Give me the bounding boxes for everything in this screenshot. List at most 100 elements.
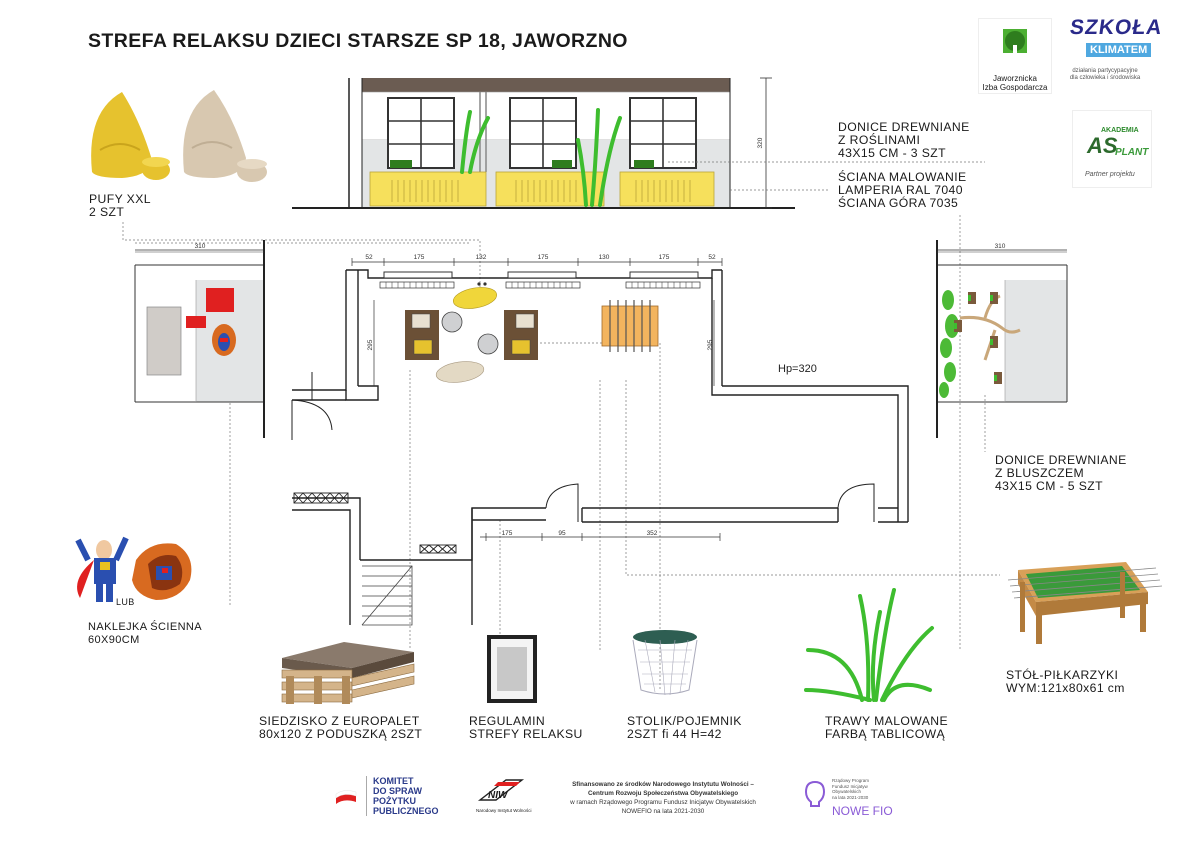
poland-flag-icon — [335, 790, 357, 804]
superman-sticker-1 — [75, 536, 129, 602]
label-sciana-3: ŚCIANA GÓRA 7035 — [838, 196, 959, 210]
dim-left-width: 310 — [195, 243, 206, 250]
label-pufy-1: PUFY XXL — [89, 192, 151, 206]
dim-top-6: 175 — [659, 254, 670, 261]
jig-name-2: Izba Gospodarcza — [982, 83, 1048, 92]
label-naklejka-2: 60X90CM — [88, 634, 140, 646]
szkola-klimatem-logo: SZKOŁA KLIMATEM działania partycypacyjne… — [1058, 16, 1164, 96]
railings — [293, 492, 457, 554]
szkola-tag-2: dla człowieka i środowiska — [1069, 75, 1141, 81]
dim-bottom-2: 95 — [558, 530, 566, 537]
akademia-text: AKADEMIA — [1101, 127, 1139, 134]
dim-top-4: 175 — [538, 254, 549, 261]
label-naklejka-1: NAKLEJKA ŚCIENNA — [88, 621, 202, 633]
label-siedzisko: SIEDZISKO Z EUROPALET 80x120 Z PODUSZKĄ … — [259, 715, 422, 741]
partner-text: Partner projektu — [1085, 171, 1135, 178]
komitet-logo: KOMITET DO SPRAW POŻYTKU PUBLICZNEGO — [330, 776, 460, 826]
dim-bottom-1: 175 — [502, 530, 513, 537]
label-sciana: ŚCIANA MALOWANIE LAMPERIA RAL 7040 ŚCIAN… — [838, 171, 967, 210]
dim-top-3: 132 — [476, 254, 487, 261]
label-regulamin: REGULAMIN STREFY RELAKSU — [469, 715, 583, 741]
komitet-4: PUBLICZNEGO — [373, 806, 439, 816]
label-stolik-1: STOLIK/POJEMNIK — [627, 714, 742, 728]
dim-top-2: 175 — [414, 254, 425, 261]
label-donice-top-2: Z ROŚLINAMI — [838, 133, 921, 147]
label-regulamin-1: REGULAMIN — [469, 714, 546, 728]
room-outline — [292, 269, 909, 625]
fio-small-4: na lata 2021-2030 — [832, 794, 869, 800]
nowe-fio-text: NOWE FIO — [832, 804, 893, 818]
label-donice-top-1: DONICE DREWNIANE — [838, 120, 970, 134]
label-stolik: STOLIK/POJEMNIK 2SZT fi 44 H=42 — [627, 715, 742, 741]
label-donice-top: DONICE DREWNIANE Z ROŚLINAMI 43X15 CM - … — [838, 121, 970, 160]
label-stol-2: WYM:121x80x61 cm — [1006, 681, 1125, 695]
klimatem-text: KLIMATEM — [1086, 43, 1152, 57]
fund-2: Centrum Rozwoju Społeczeństwa Obywatelsk… — [587, 790, 739, 797]
asplant-logo: AKADEMIA AS PLANT Partner projektu — [1072, 110, 1152, 188]
plant-text: PLANT — [1115, 147, 1149, 158]
fund-4: NOWEFIO na lata 2021-2030 — [621, 808, 705, 815]
label-pufy: PUFY XXL 2 SZT — [89, 193, 151, 219]
niw-logo: NIW Narodowy Instytut Wolności — [476, 778, 540, 824]
fund-1: Sfinansowano ze środków Narodowego Insty… — [572, 781, 754, 788]
jig-logo: Jaworznicka Izba Gospodarcza — [978, 18, 1052, 94]
ceiling-height: Hp=320 — [778, 363, 817, 375]
regulamin-frame — [487, 635, 537, 703]
pouf-beige — [183, 90, 267, 182]
label-trawy: TRAWY MALOWANE FARBĄ TABLICOWĄ — [825, 715, 948, 741]
superman-sticker-2 — [132, 543, 192, 600]
dim-side-right: 295 — [707, 339, 714, 350]
staircase — [361, 565, 413, 626]
niw-sub: Narodowy Instytut Wolności — [476, 808, 532, 813]
dim-top-7: 52 — [708, 254, 716, 261]
as-text: AS — [1087, 133, 1118, 158]
label-regulamin-2: STREFY RELAKSU — [469, 727, 583, 741]
plan-furniture — [405, 282, 659, 383]
footer-bar: KOMITET DO SPRAW POŻYTKU PUBLICZNEGO NIW… — [308, 766, 928, 830]
label-stolik-2: 2SZT fi 44 H=42 — [627, 727, 722, 741]
label-trawy-1: TRAWY MALOWANE — [825, 714, 948, 728]
wall-elevation — [292, 77, 795, 209]
dim-side-left: 295 — [367, 339, 374, 350]
label-donice-top-3: 43X15 CM - 3 SZT — [838, 146, 946, 160]
komitet-3: POŻYTKU — [373, 796, 417, 806]
label-donice-right-1: DONICE DREWNIANE — [995, 453, 1127, 467]
pouf-yellow — [91, 92, 170, 180]
fio-small-3: Obywatelskich — [832, 789, 862, 794]
label-stol: STÓŁ-PIŁKARZYKI WYM:121x80x61 cm — [1006, 669, 1125, 695]
table-container — [632, 630, 698, 696]
nowe-fio-logo: Rządowy Program Fundusz Inicjatyw Obywat… — [800, 776, 910, 826]
label-sciana-2: LAMPERIA RAL 7040 — [838, 183, 963, 197]
bulb-icon — [804, 780, 826, 807]
label-stol-1: STÓŁ-PIŁKARZYKI — [1006, 668, 1119, 682]
dim-right-width: 310 — [995, 243, 1006, 250]
dim-top-5: 130 — [599, 254, 610, 261]
superman-sticker-small — [212, 324, 236, 356]
label-lub: LUB — [116, 597, 135, 607]
dim-elev-height: 320 — [757, 137, 764, 148]
fio-small-1: Rządowy Program — [832, 778, 870, 783]
page-title: STREFA RELAKSU DZIECI STARSZE SP 18, JAW… — [88, 30, 628, 52]
label-donice-right-2: Z BLUSZCZEM — [995, 466, 1085, 480]
dim-bottom-3: 352 — [647, 530, 658, 537]
komitet-1: KOMITET — [373, 776, 414, 786]
fio-small-2: Fundusz Inicjatyw — [832, 783, 868, 789]
left-wall-elevation — [134, 240, 265, 438]
komitet-2: DO SPRAW — [373, 786, 423, 796]
fund-3: w ramach Rządowego Programu Fundusz Inic… — [570, 799, 756, 806]
label-pufy-2: 2 SZT — [89, 205, 125, 219]
label-naklejka: NAKLEJKA ŚCIENNA 60X90CM — [88, 621, 202, 647]
label-siedzisko-1: SIEDZISKO Z EUROPALET — [259, 714, 420, 728]
funding-text: Sfinansowano ze środków Narodowego Insty… — [548, 780, 778, 816]
jig-name-1: Jaworznicka — [992, 74, 1037, 83]
right-wall-elevation — [936, 240, 1068, 438]
label-sciana-1: ŚCIANA MALOWANIE — [838, 170, 967, 184]
label-trawy-2: FARBĄ TABLICOWĄ — [825, 727, 945, 741]
tree-icon — [1003, 29, 1027, 55]
doors — [291, 372, 875, 522]
painted-grass — [804, 588, 934, 702]
niw-text: NIW — [488, 790, 508, 801]
label-donice-right-3: 43X15 CM - 5 SZT — [995, 479, 1103, 493]
plan-planters — [379, 281, 701, 289]
szkola-tag-1: działania partycypacyjne — [1072, 68, 1138, 74]
